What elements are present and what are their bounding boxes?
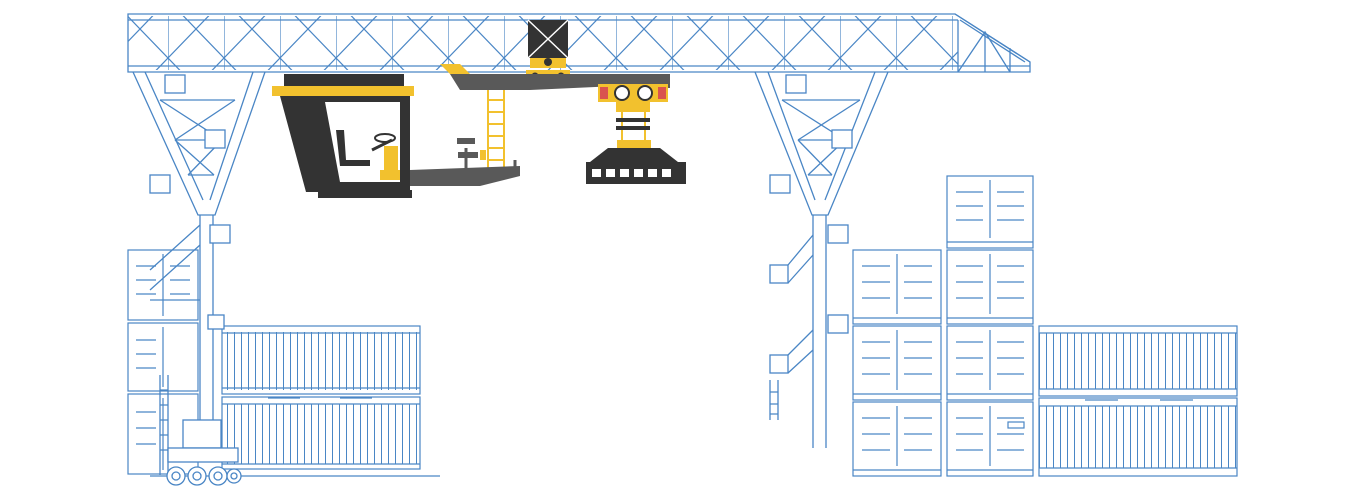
spreader-icon (586, 140, 686, 184)
crane-left-leg (132, 71, 266, 475)
shipping-container-icon (852, 325, 942, 401)
shipping-container-icon (946, 175, 1034, 249)
shipping-container-icon (946, 249, 1034, 325)
shipping-container-icon (852, 249, 942, 325)
shipping-container-icon (1038, 325, 1238, 397)
shipping-container-icon (221, 325, 421, 395)
operator-cab-icon (272, 74, 520, 198)
shipping-container-icon (221, 396, 421, 470)
shipping-container-icon (946, 401, 1034, 477)
left-container-stack (127, 249, 440, 477)
shipping-container-icon (1038, 397, 1238, 477)
shipping-container-icon (127, 322, 199, 392)
trolley-icon (440, 19, 686, 184)
shipping-container-icon (127, 393, 199, 475)
crane-left-bogie (166, 419, 242, 486)
camera-mast-icon (457, 138, 486, 170)
shipping-container-icon (127, 249, 199, 321)
crane-right-leg (754, 71, 889, 448)
shipping-container-icon (946, 325, 1034, 401)
crane-girder (127, 13, 1031, 73)
ladder (487, 90, 505, 168)
shipping-container-icon (852, 401, 942, 477)
right-container-stack (852, 175, 1238, 477)
hoist-block (598, 84, 668, 140)
